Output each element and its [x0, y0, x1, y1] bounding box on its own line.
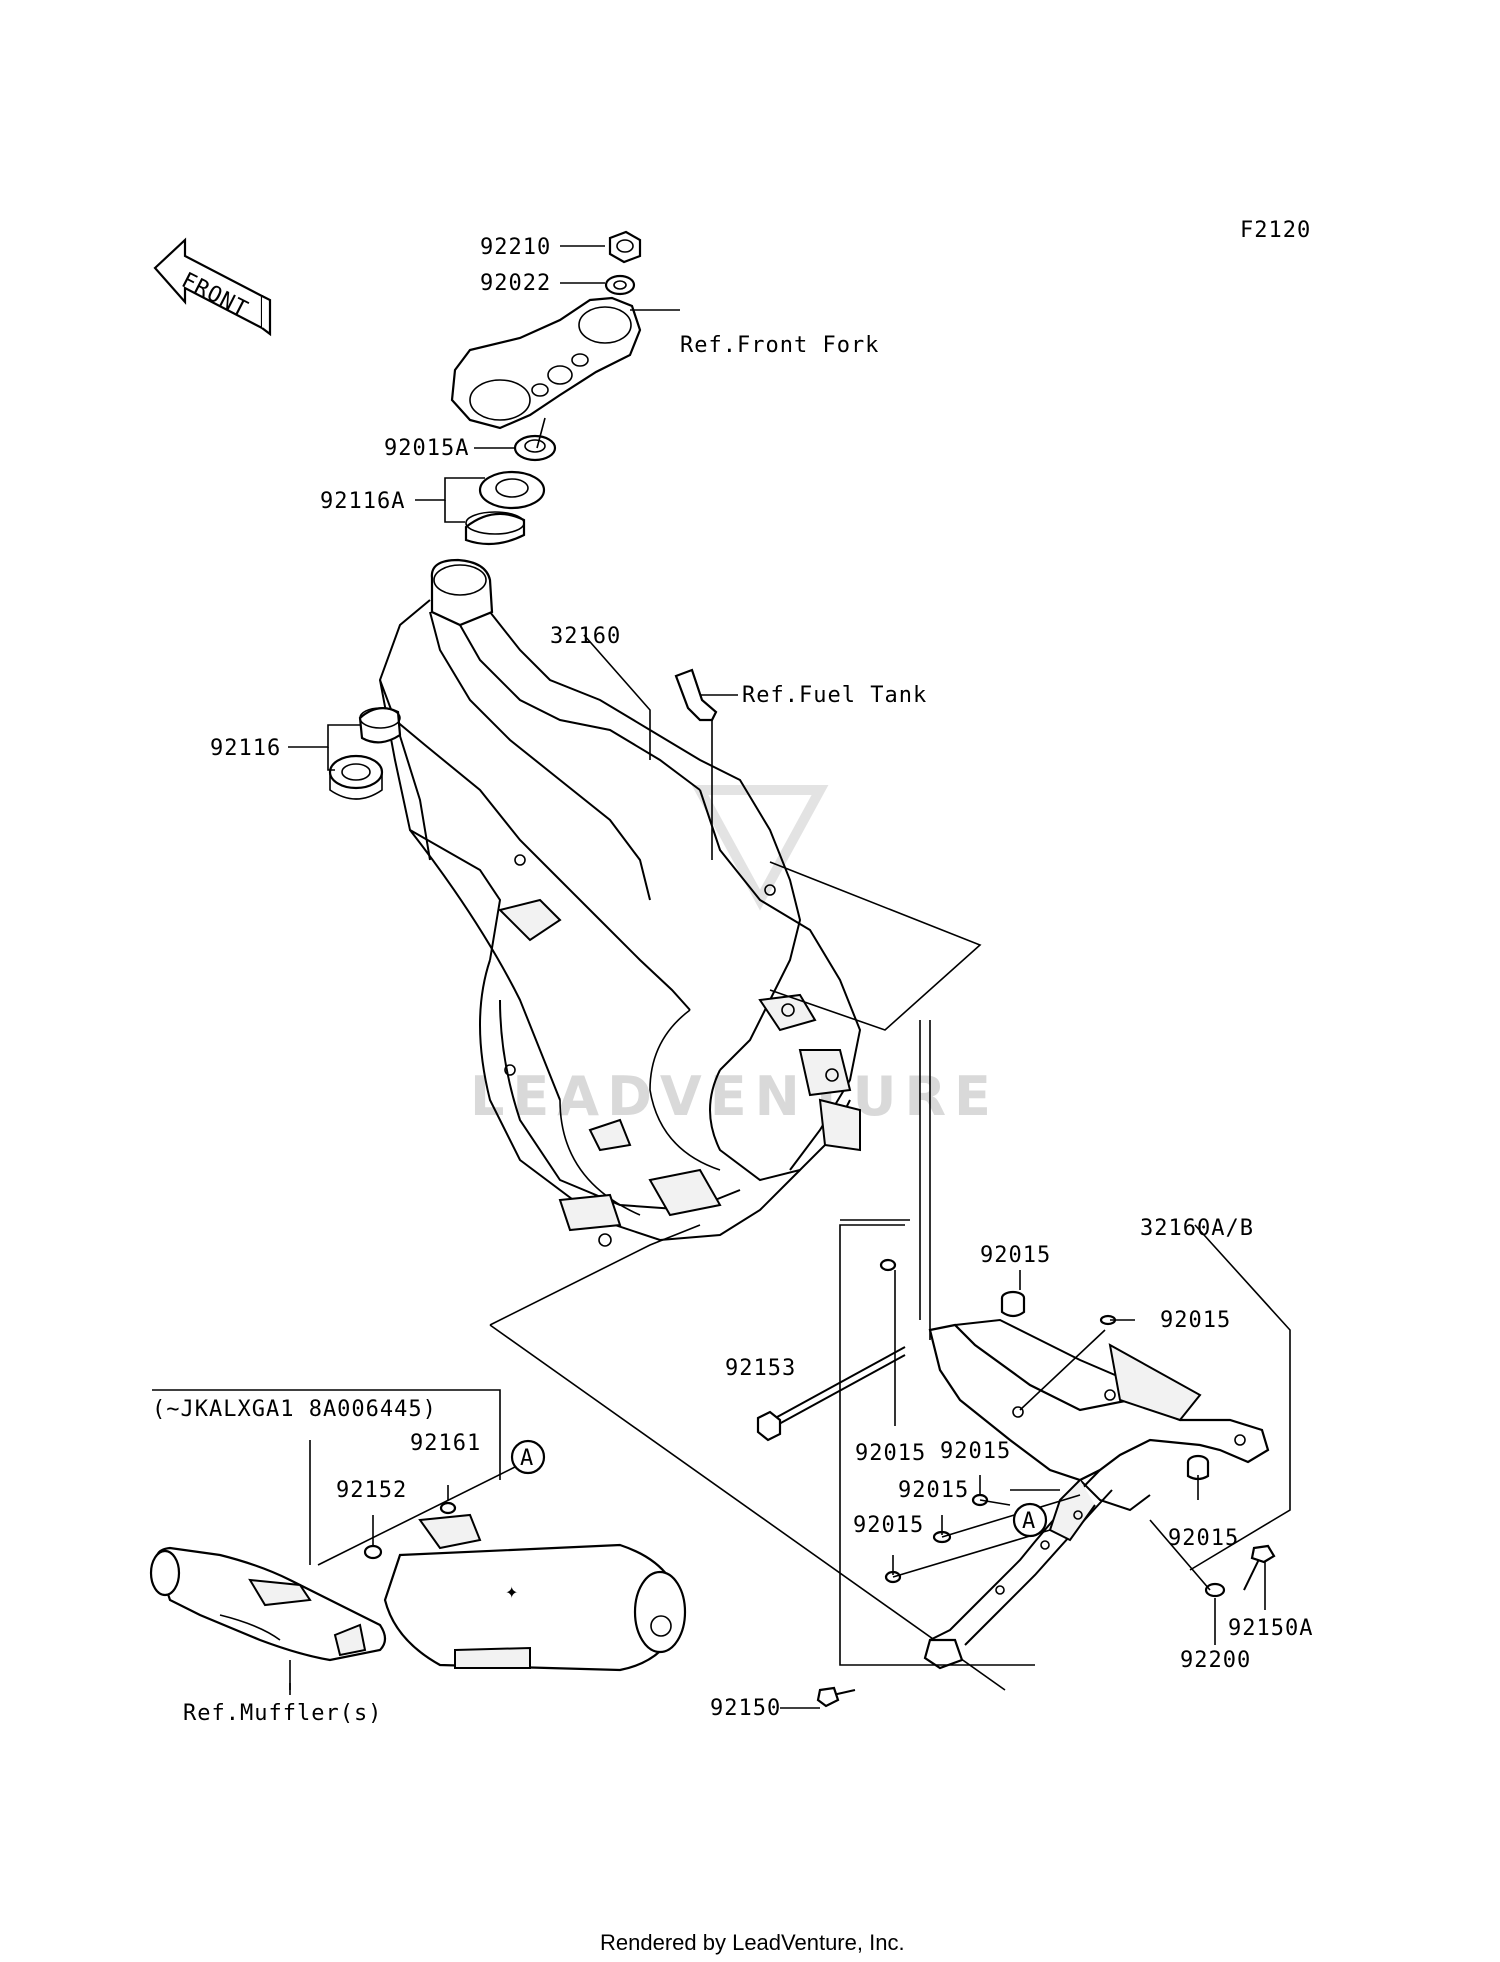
muffler-serial-bracket: [152, 1389, 526, 1695]
label-92015-bottom: 92015: [853, 1513, 924, 1538]
label-92153: 92153: [725, 1356, 796, 1381]
label-ref-fuel-tank: Ref.Fuel Tank: [742, 683, 927, 708]
lower-race-92116[interactable]: [358, 707, 402, 744]
main-frame-32160[interactable]: [378, 558, 862, 1247]
subframe-32160AB[interactable]: [923, 1318, 1270, 1670]
label-92150: 92150: [710, 1696, 781, 1721]
svg-text:A: A: [520, 1446, 534, 1471]
label-92015-mid-left: 92015: [855, 1441, 926, 1466]
footer-credit: Rendered by LeadVenture, Inc.: [600, 1930, 905, 1955]
label-92116: 92116: [210, 736, 281, 761]
bolt-92153[interactable]: [756, 1346, 906, 1442]
label-32160AB: 32160A/B: [1140, 1216, 1254, 1241]
label-92015-right: 92015: [1168, 1526, 1239, 1551]
svg-text:A: A: [1022, 1509, 1036, 1534]
label-92161: 92161: [410, 1431, 481, 1456]
label-92200: 92200: [1180, 1648, 1251, 1673]
front-arrow-icon: FRONT: [153, 237, 272, 337]
watermark: LEADVENTURE: [470, 785, 999, 1128]
label-ref-muffler: Ref.Muffler(s): [183, 1701, 382, 1726]
upper-triple-clamp: [450, 296, 642, 430]
serial-note: (~JKALXGA1 8A006445): [152, 1397, 437, 1422]
upper-race-92116A[interactable]: [464, 511, 526, 546]
leader-lines-subframe: [780, 1270, 1266, 1709]
label-92015-right-top: 92015: [1160, 1308, 1231, 1333]
washer-92200[interactable]: [1204, 1582, 1226, 1598]
figure-code: F2120: [1240, 218, 1311, 243]
label-92015-lower: 92015: [898, 1478, 969, 1503]
grommet-92152[interactable]: [363, 1515, 383, 1560]
muffler-assembly: ✦: [149, 1513, 687, 1672]
label-92152: 92152: [336, 1478, 407, 1503]
collar-92015-top[interactable]: [1000, 1290, 1026, 1318]
bearing-seal-92015A[interactable]: [513, 434, 557, 462]
steering-nut-92210[interactable]: [608, 230, 642, 264]
label-ref-front-fork: Ref.Front Fork: [680, 333, 879, 358]
ref-marker-a-left: A: [510, 1439, 546, 1475]
label-92022: 92022: [480, 271, 551, 296]
label-92210: 92210: [480, 235, 551, 260]
lower-bearing-92116[interactable]: [328, 754, 384, 800]
washer-92022[interactable]: [604, 274, 636, 296]
upper-bearing-92116A[interactable]: [478, 470, 546, 510]
label-92015-mid: 92015: [940, 1439, 1011, 1464]
bolt-92150A[interactable]: [1243, 1544, 1276, 1591]
muffler-logo-icon: ✦: [505, 1583, 518, 1602]
bolt-92150[interactable]: [816, 1686, 856, 1708]
collar-92015-mid[interactable]: [879, 1258, 897, 1272]
label-92116A: 92116A: [320, 489, 405, 514]
ref-marker-a-right: A: [1012, 1502, 1048, 1538]
collar-92015-right[interactable]: [1186, 1454, 1210, 1481]
collar-92161[interactable]: [439, 1485, 457, 1515]
explode-lines: [489, 861, 1006, 1691]
watermark-text: LEADVENTURE: [470, 1065, 999, 1128]
leader-lines-top: [288, 245, 738, 860]
label-92150A: 92150A: [1228, 1616, 1313, 1641]
fuel-tank-clip: [674, 668, 718, 722]
label-32160: 32160: [550, 624, 621, 649]
subframe-outline-box: [839, 1224, 1291, 1666]
label-92015A: 92015A: [384, 436, 469, 461]
label-92015-top: 92015: [980, 1243, 1051, 1268]
